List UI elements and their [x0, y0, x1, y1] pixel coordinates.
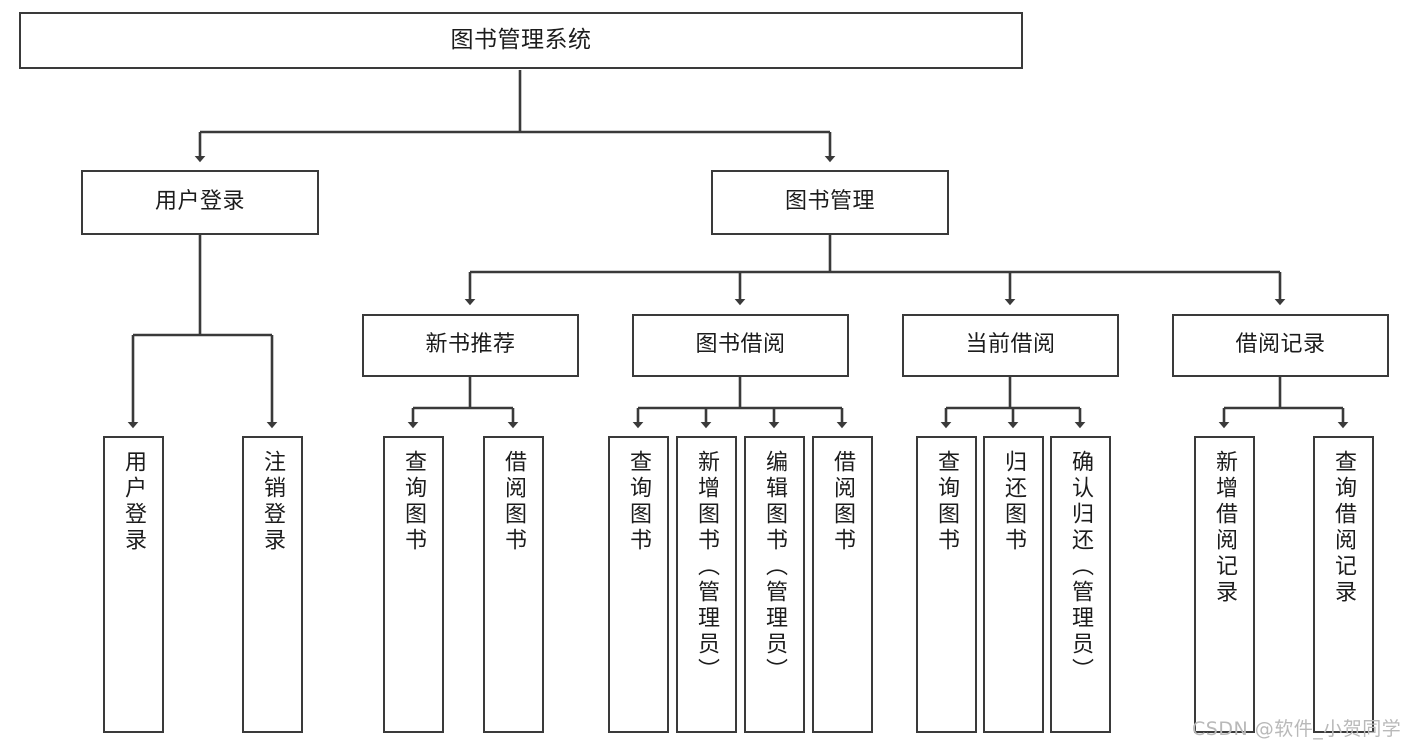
node-label: 借阅图书 [830, 450, 856, 554]
node-root-book-management-system[interactable]: 图书管理系统 [19, 12, 1023, 69]
node-label: 新书推荐 [425, 332, 516, 358]
node-label: 新增图书（管理员） [694, 450, 720, 684]
leaf-borrow-record-query[interactable]: 查询借阅记录 [1313, 436, 1374, 733]
leaf-book-borrow-query[interactable]: 查询图书 [608, 436, 669, 733]
node-label: 借阅图书 [501, 450, 527, 554]
node-label: 借阅记录 [1235, 332, 1326, 358]
node-current-borrow[interactable]: 当前借阅 [902, 314, 1119, 377]
node-label: 图书管理 [784, 189, 875, 215]
node-label: 图书管理系统 [450, 26, 592, 53]
leaf-current-borrow-confirm-return[interactable]: 确认归还（管理员） [1050, 436, 1111, 733]
node-user-login[interactable]: 用户登录 [81, 170, 319, 235]
node-book-management[interactable]: 图书管理 [711, 170, 949, 235]
node-label: 图书借阅 [695, 332, 786, 358]
node-borrow-record[interactable]: 借阅记录 [1172, 314, 1389, 377]
node-book-borrow[interactable]: 图书借阅 [632, 314, 849, 377]
leaf-user-login-signin[interactable]: 用户登录 [103, 436, 164, 733]
node-label: 当前借阅 [965, 332, 1056, 358]
leaf-book-borrow-edit[interactable]: 编辑图书（管理员） [744, 436, 805, 733]
node-label: 编辑图书（管理员） [762, 450, 788, 684]
node-label: 查询图书 [626, 450, 652, 554]
csdn-watermark: CSDN @软件_小贺同学 [1192, 718, 1402, 740]
leaf-book-borrow-add[interactable]: 新增图书（管理员） [676, 436, 737, 733]
node-label: 查询图书 [401, 450, 427, 554]
node-new-book-recommend[interactable]: 新书推荐 [362, 314, 579, 377]
node-label: 归还图书 [1001, 450, 1027, 554]
leaf-current-borrow-return[interactable]: 归还图书 [983, 436, 1044, 733]
node-label: 确认归还（管理员） [1068, 450, 1094, 684]
leaf-borrow-record-add[interactable]: 新增借阅记录 [1194, 436, 1255, 733]
node-label: 注销登录 [260, 450, 286, 554]
node-label: 用户登录 [121, 450, 147, 554]
node-label: 查询图书 [934, 450, 960, 554]
leaf-new-book-borrow[interactable]: 借阅图书 [483, 436, 544, 733]
leaf-new-book-query[interactable]: 查询图书 [383, 436, 444, 733]
leaf-book-borrow-borrow[interactable]: 借阅图书 [812, 436, 873, 733]
node-label: 新增借阅记录 [1212, 450, 1238, 606]
leaf-current-borrow-query[interactable]: 查询图书 [916, 436, 977, 733]
node-label: 用户登录 [154, 189, 245, 215]
leaf-user-login-signout[interactable]: 注销登录 [242, 436, 303, 733]
node-label: 查询借阅记录 [1331, 450, 1357, 606]
